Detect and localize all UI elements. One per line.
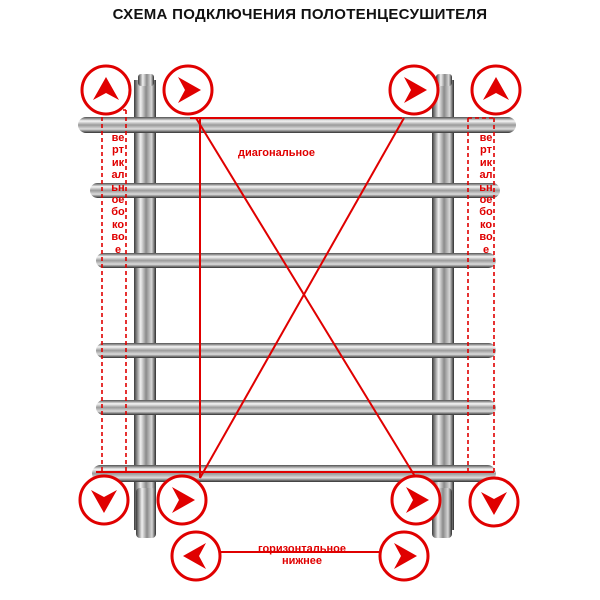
right-post-cap <box>436 74 452 86</box>
left-post-cap <box>138 74 154 86</box>
rung <box>78 117 516 133</box>
right-post <box>432 80 454 530</box>
left-post <box>134 80 156 530</box>
horizontal-label-line2: нижнее <box>281 555 323 567</box>
vertical-side-label-left: вертикальное боковое <box>111 132 125 256</box>
rung <box>90 183 500 198</box>
arrow-right-icon <box>156 474 208 526</box>
rung <box>96 400 496 415</box>
arrow-right-icon <box>378 530 430 582</box>
arrow-up-icon <box>470 64 522 116</box>
vertical-paths <box>101 109 495 472</box>
diagonal-paths <box>96 117 494 553</box>
rung <box>96 343 496 358</box>
rungs <box>78 117 516 482</box>
arrows <box>78 64 522 582</box>
left-fitting <box>136 488 156 538</box>
diagram-title: СХЕМА ПОДКЛЮЧЕНИЯ ПОЛОТЕНЦЕСУШИТЕЛЯ <box>112 6 488 23</box>
rung <box>92 465 496 482</box>
rung <box>96 253 496 268</box>
arrow-right-icon <box>390 474 442 526</box>
diagonal-line-2 <box>199 117 405 479</box>
vertical-side-label-right: вертикальное боковое <box>479 132 493 256</box>
arrow-right-icon <box>388 64 440 116</box>
diagonal-line-1 <box>195 117 417 479</box>
arrow-up-icon <box>80 64 132 116</box>
arrow-right-icon <box>162 64 214 116</box>
arrow-down-icon <box>468 476 520 528</box>
arrow-left-icon <box>170 530 222 582</box>
arrow-down-icon <box>78 474 130 526</box>
diagonal-label: диагональное <box>238 147 316 159</box>
horizontal-label-line1: горизонтальное <box>258 543 346 555</box>
horizontal-bottom-label: горизонтальное нижнее <box>240 543 364 567</box>
